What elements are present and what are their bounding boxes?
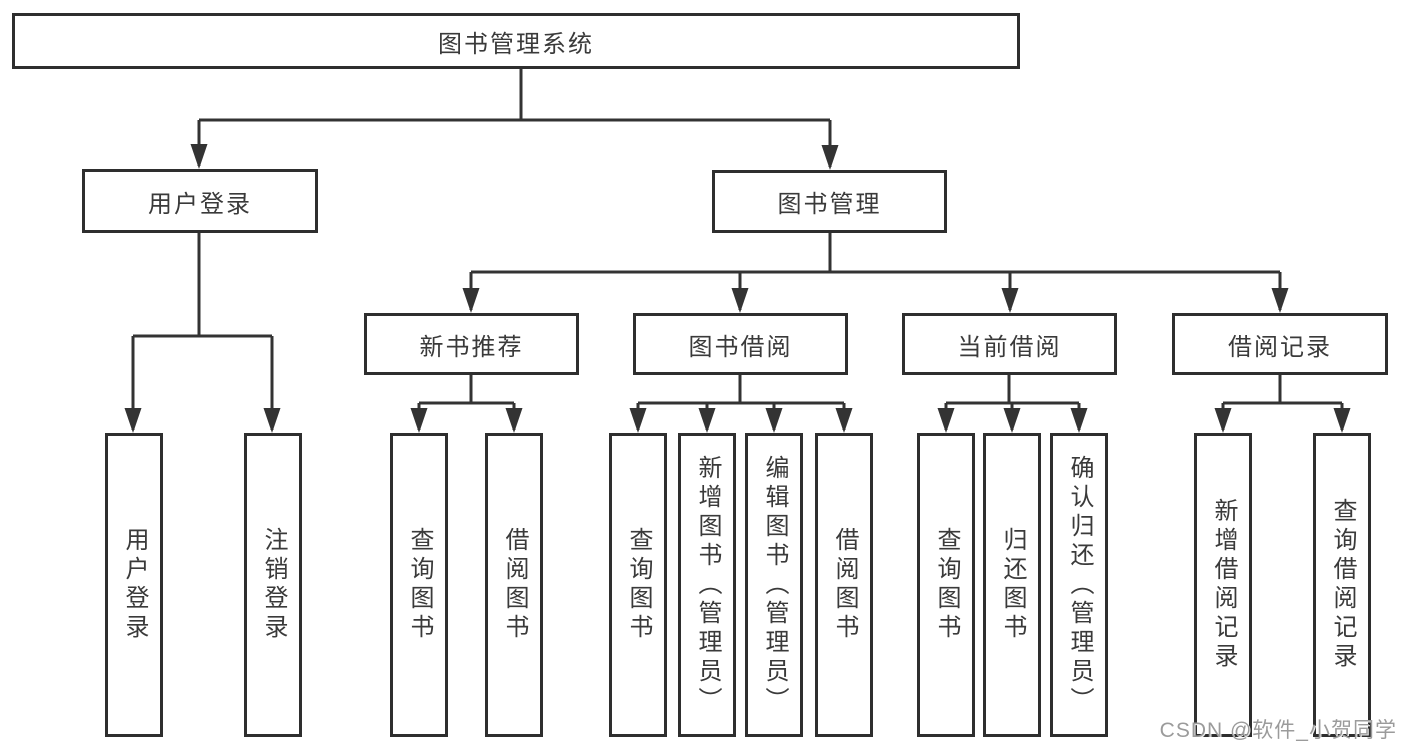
leaf-query-books-recommend: 查询图书 [390,433,448,737]
leaf-label: 编辑图书（管理员） [761,454,788,716]
leaf-label: 查询图书 [625,527,652,643]
leaf-query-borrow-record: 查询借阅记录 [1313,433,1371,737]
leaf-label: 查询图书 [406,527,433,643]
leaf-logout: 注销登录 [244,433,302,737]
leaf-add-books-admin: 新增图书（管理员） [678,433,736,737]
leaf-confirm-return-admin: 确认归还（管理员） [1050,433,1108,737]
csdn-watermark: CSDN @软件_小贺同学 [1159,719,1397,742]
leaf-borrow-books: 借阅图书 [815,433,873,737]
leaf-label: 用户登录 [121,527,148,643]
node-book-management: 图书管理 [712,170,947,233]
leaf-label: 借阅图书 [501,527,528,643]
node-user-login: 用户登录 [82,169,318,233]
leaf-edit-books-admin: 编辑图书（管理员） [745,433,803,737]
node-book-borrow: 图书借阅 [633,313,848,375]
leaf-return-books: 归还图书 [983,433,1041,737]
node-new-book-recommend: 新书推荐 [364,313,579,375]
leaf-label: 注销登录 [260,527,287,643]
leaf-user-login: 用户登录 [105,433,163,737]
leaf-borrow-books-recommend: 借阅图书 [485,433,543,737]
leaf-label: 查询借阅记录 [1329,498,1356,672]
leaf-label: 新增借阅记录 [1210,498,1237,672]
leaf-label: 借阅图书 [831,527,858,643]
leaf-add-borrow-record: 新增借阅记录 [1194,433,1252,737]
leaf-label: 新增图书（管理员） [694,454,721,716]
leaf-query-books-borrow: 查询图书 [609,433,667,737]
arrowhead-icons [124,144,1351,433]
leaf-query-books-current: 查询图书 [917,433,975,737]
node-borrow-records: 借阅记录 [1172,313,1388,375]
leaf-label: 查询图书 [933,527,960,643]
node-current-borrow: 当前借阅 [902,313,1117,375]
leaf-label: 归还图书 [999,527,1026,643]
node-root-system: 图书管理系统 [12,13,1020,69]
leaf-label: 确认归还（管理员） [1066,454,1093,716]
